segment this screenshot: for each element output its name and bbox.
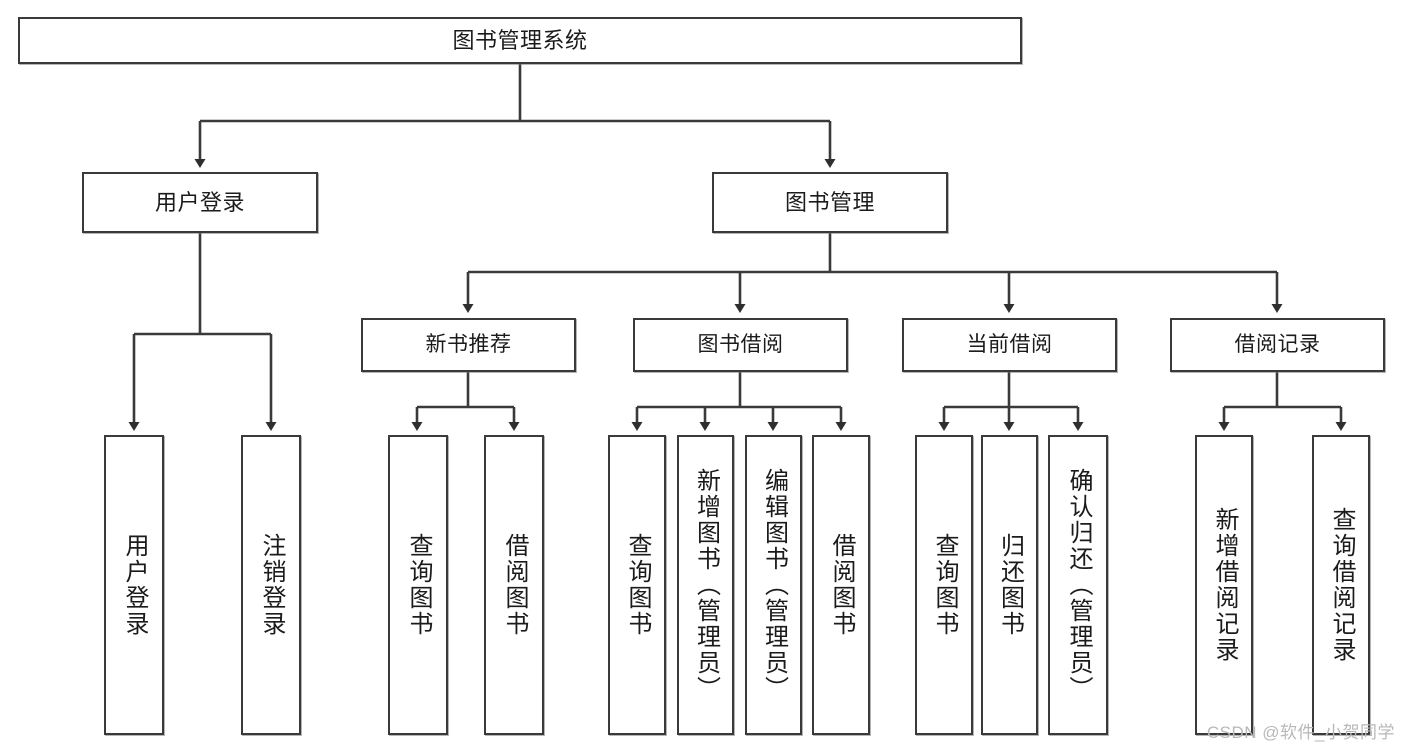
node-label: 查询图书 [404, 533, 432, 637]
leaf-add-borrow-record[interactable]: 新增借阅记录 [1195, 435, 1253, 735]
node-label: 归还图书 [996, 533, 1024, 637]
node-book-borrow[interactable]: 图书借阅 [633, 318, 848, 372]
node-user-login[interactable]: 用户登录 [82, 172, 318, 233]
leaf-user-login[interactable]: 用户登录 [104, 435, 164, 735]
leaf-query-book-borrow[interactable]: 查询图书 [608, 435, 666, 735]
leaf-borrow-book-recommend[interactable]: 借阅图书 [484, 435, 544, 735]
node-label: 用户登录 [120, 533, 148, 637]
node-root-system[interactable]: 图书管理系统 [18, 17, 1022, 64]
node-label: 新增借阅记录 [1210, 507, 1238, 663]
leaf-user-logout[interactable]: 注销登录 [241, 435, 301, 735]
node-label: 编辑图书（管理员） [760, 468, 788, 702]
leaf-return-book[interactable]: 归还图书 [981, 435, 1038, 735]
node-label: 借阅图书 [827, 533, 855, 637]
leaf-add-book-admin[interactable]: 新增图书（管理员） [677, 435, 734, 735]
csdn-watermark: CSDN @软件_小贺同学 [1206, 723, 1395, 742]
node-borrow-record[interactable]: 借阅记录 [1170, 318, 1385, 372]
node-label: 图书借阅 [697, 332, 784, 356]
node-label: 查询图书 [623, 533, 651, 637]
leaf-query-borrow-record[interactable]: 查询借阅记录 [1312, 435, 1370, 735]
leaf-query-book-recommend[interactable]: 查询图书 [388, 435, 448, 735]
leaf-query-book-current[interactable]: 查询图书 [915, 435, 973, 735]
leaf-borrow-book[interactable]: 借阅图书 [812, 435, 870, 735]
node-label: 新书推荐 [425, 332, 512, 356]
node-label: 当前借阅 [966, 332, 1053, 356]
node-label: 图书管理系统 [452, 27, 588, 53]
node-label: 用户登录 [154, 189, 245, 215]
node-new-book-recommend[interactable]: 新书推荐 [361, 318, 576, 372]
node-current-borrow[interactable]: 当前借阅 [902, 318, 1117, 372]
node-label: 确认归还（管理员） [1064, 468, 1092, 702]
leaf-edit-book-admin[interactable]: 编辑图书（管理员） [745, 435, 802, 735]
node-label: 借阅记录 [1234, 332, 1321, 356]
node-label: 查询借阅记录 [1327, 507, 1355, 663]
node-label: 新增图书（管理员） [692, 468, 720, 702]
node-label: 注销登录 [257, 533, 285, 637]
node-label: 查询图书 [930, 533, 958, 637]
node-label: 借阅图书 [500, 533, 528, 637]
node-label: 图书管理 [784, 189, 875, 215]
leaf-confirm-return-admin[interactable]: 确认归还（管理员） [1048, 435, 1108, 735]
node-book-management[interactable]: 图书管理 [712, 172, 948, 233]
